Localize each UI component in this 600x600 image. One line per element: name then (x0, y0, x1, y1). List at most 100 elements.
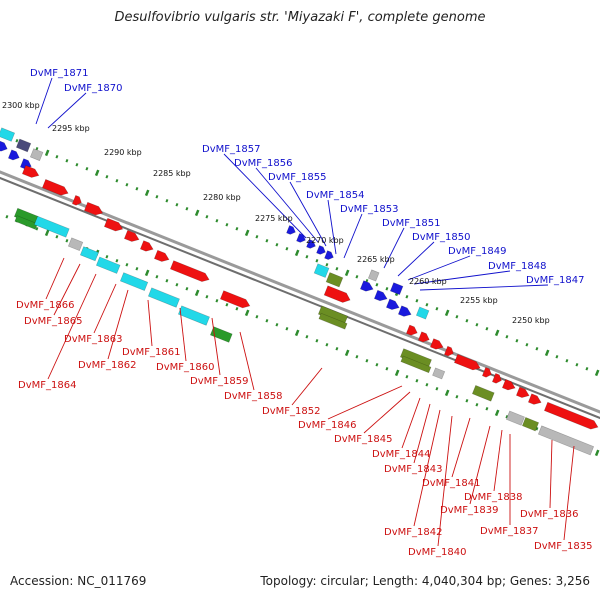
inner-tick (485, 406, 489, 411)
outer-tick (465, 318, 469, 323)
gene-feature (505, 410, 525, 426)
gene-feature (324, 250, 334, 260)
gene-label-forward: DvMF_1857 (202, 144, 260, 155)
position-label: 2285 kbp (153, 169, 191, 178)
leader-line (401, 397, 421, 449)
leader-line (239, 331, 255, 391)
inner-tick (325, 342, 329, 347)
gene-label-forward: DvMF_1853 (340, 204, 398, 215)
gene-feature (385, 298, 400, 310)
leader-line (327, 199, 337, 255)
leader-line (493, 429, 503, 492)
gene-label-reverse: DvMF_1860 (156, 362, 214, 373)
gene-feature (0, 127, 16, 142)
inner-tick (65, 239, 69, 243)
leader-line (343, 213, 363, 259)
accession: Accession: NC_011769 (10, 574, 147, 588)
gene-feature (103, 217, 124, 232)
position-label: 2270 kbp (306, 236, 344, 245)
outer-tick (455, 314, 459, 319)
inner-tick (35, 227, 39, 231)
gene-feature (432, 367, 446, 380)
inner-tick (205, 295, 209, 299)
outer-tick (555, 354, 559, 359)
outer-tick (265, 238, 269, 243)
gene-feature (491, 373, 502, 384)
gene-feature (306, 239, 316, 249)
outer-tick (535, 346, 539, 351)
gene-label-forward: DvMF_1849 (448, 246, 506, 257)
inner-tick (55, 235, 59, 239)
outer-tick (275, 242, 279, 247)
gene-feature (405, 324, 418, 336)
inner-tick (244, 309, 250, 317)
outer-tick (415, 298, 419, 303)
position-label: 2290 kbp (104, 148, 142, 157)
outer-tick (485, 326, 489, 331)
gene-label-reverse: DvMF_1866 (16, 300, 74, 311)
gene-feature (389, 282, 404, 296)
leader-line (413, 409, 441, 527)
position-label: 2250 kbp (512, 316, 550, 325)
leader-line (45, 257, 65, 300)
inner-tick (394, 369, 400, 377)
outer-tick (155, 195, 159, 199)
feature-layer (0, 127, 599, 456)
gene-feature (33, 215, 70, 238)
outer-tick (225, 223, 229, 227)
inner-tick (305, 334, 309, 339)
outer-tick (505, 334, 509, 339)
gene-label-reverse: DvMF_1840 (408, 547, 466, 558)
leader-line (549, 439, 553, 509)
gene-feature (367, 269, 380, 282)
leader-line (437, 415, 453, 547)
inner-tick (365, 358, 369, 363)
leader-line (53, 263, 81, 316)
gene-feature (515, 386, 530, 398)
inner-tick (444, 389, 450, 397)
inner-tick (455, 394, 459, 399)
inner-tick (144, 269, 150, 277)
gene-feature (15, 138, 32, 153)
gene-feature (95, 256, 121, 274)
leader-line (327, 385, 403, 420)
outer-tick (135, 187, 139, 191)
outer-tick (565, 358, 569, 363)
outer-tick (515, 338, 519, 343)
outer-tick (375, 282, 379, 287)
leader-line (147, 299, 153, 347)
label-leaders (35, 77, 575, 547)
outer-tick (435, 306, 439, 311)
gene-feature (316, 245, 326, 255)
gene-label-reverse: DvMF_1838 (464, 492, 522, 503)
outer-tick (494, 329, 500, 337)
gene-feature (400, 355, 432, 374)
gene-label-forward: DvMF_1851 (382, 218, 440, 229)
leader-line (413, 403, 431, 464)
gene-feature (79, 246, 99, 262)
gene-feature (67, 237, 84, 252)
outer-tick (55, 155, 59, 159)
inner-tick (425, 382, 429, 387)
outer-tick (305, 254, 309, 259)
inner-tick (435, 386, 439, 391)
position-label: 2280 kbp (203, 193, 241, 202)
gene-label-forward: DvMF_1848 (488, 261, 546, 272)
gene-label-reverse: DvMF_1844 (372, 449, 430, 460)
outer-tick (85, 167, 89, 171)
gene-label-reverse: DvMF_1843 (384, 464, 442, 475)
gene-feature (123, 229, 140, 242)
gene-feature (14, 215, 38, 230)
gene-feature (537, 425, 595, 456)
leader-line (47, 92, 87, 129)
gene-feature (481, 367, 492, 378)
leader-line (223, 153, 307, 239)
outer-tick (425, 302, 429, 307)
outer-tick (255, 234, 259, 239)
gene-feature (359, 280, 374, 292)
outer-tick (575, 362, 579, 367)
gene-label-reverse: DvMF_1859 (190, 376, 248, 387)
leader-line (363, 391, 411, 434)
